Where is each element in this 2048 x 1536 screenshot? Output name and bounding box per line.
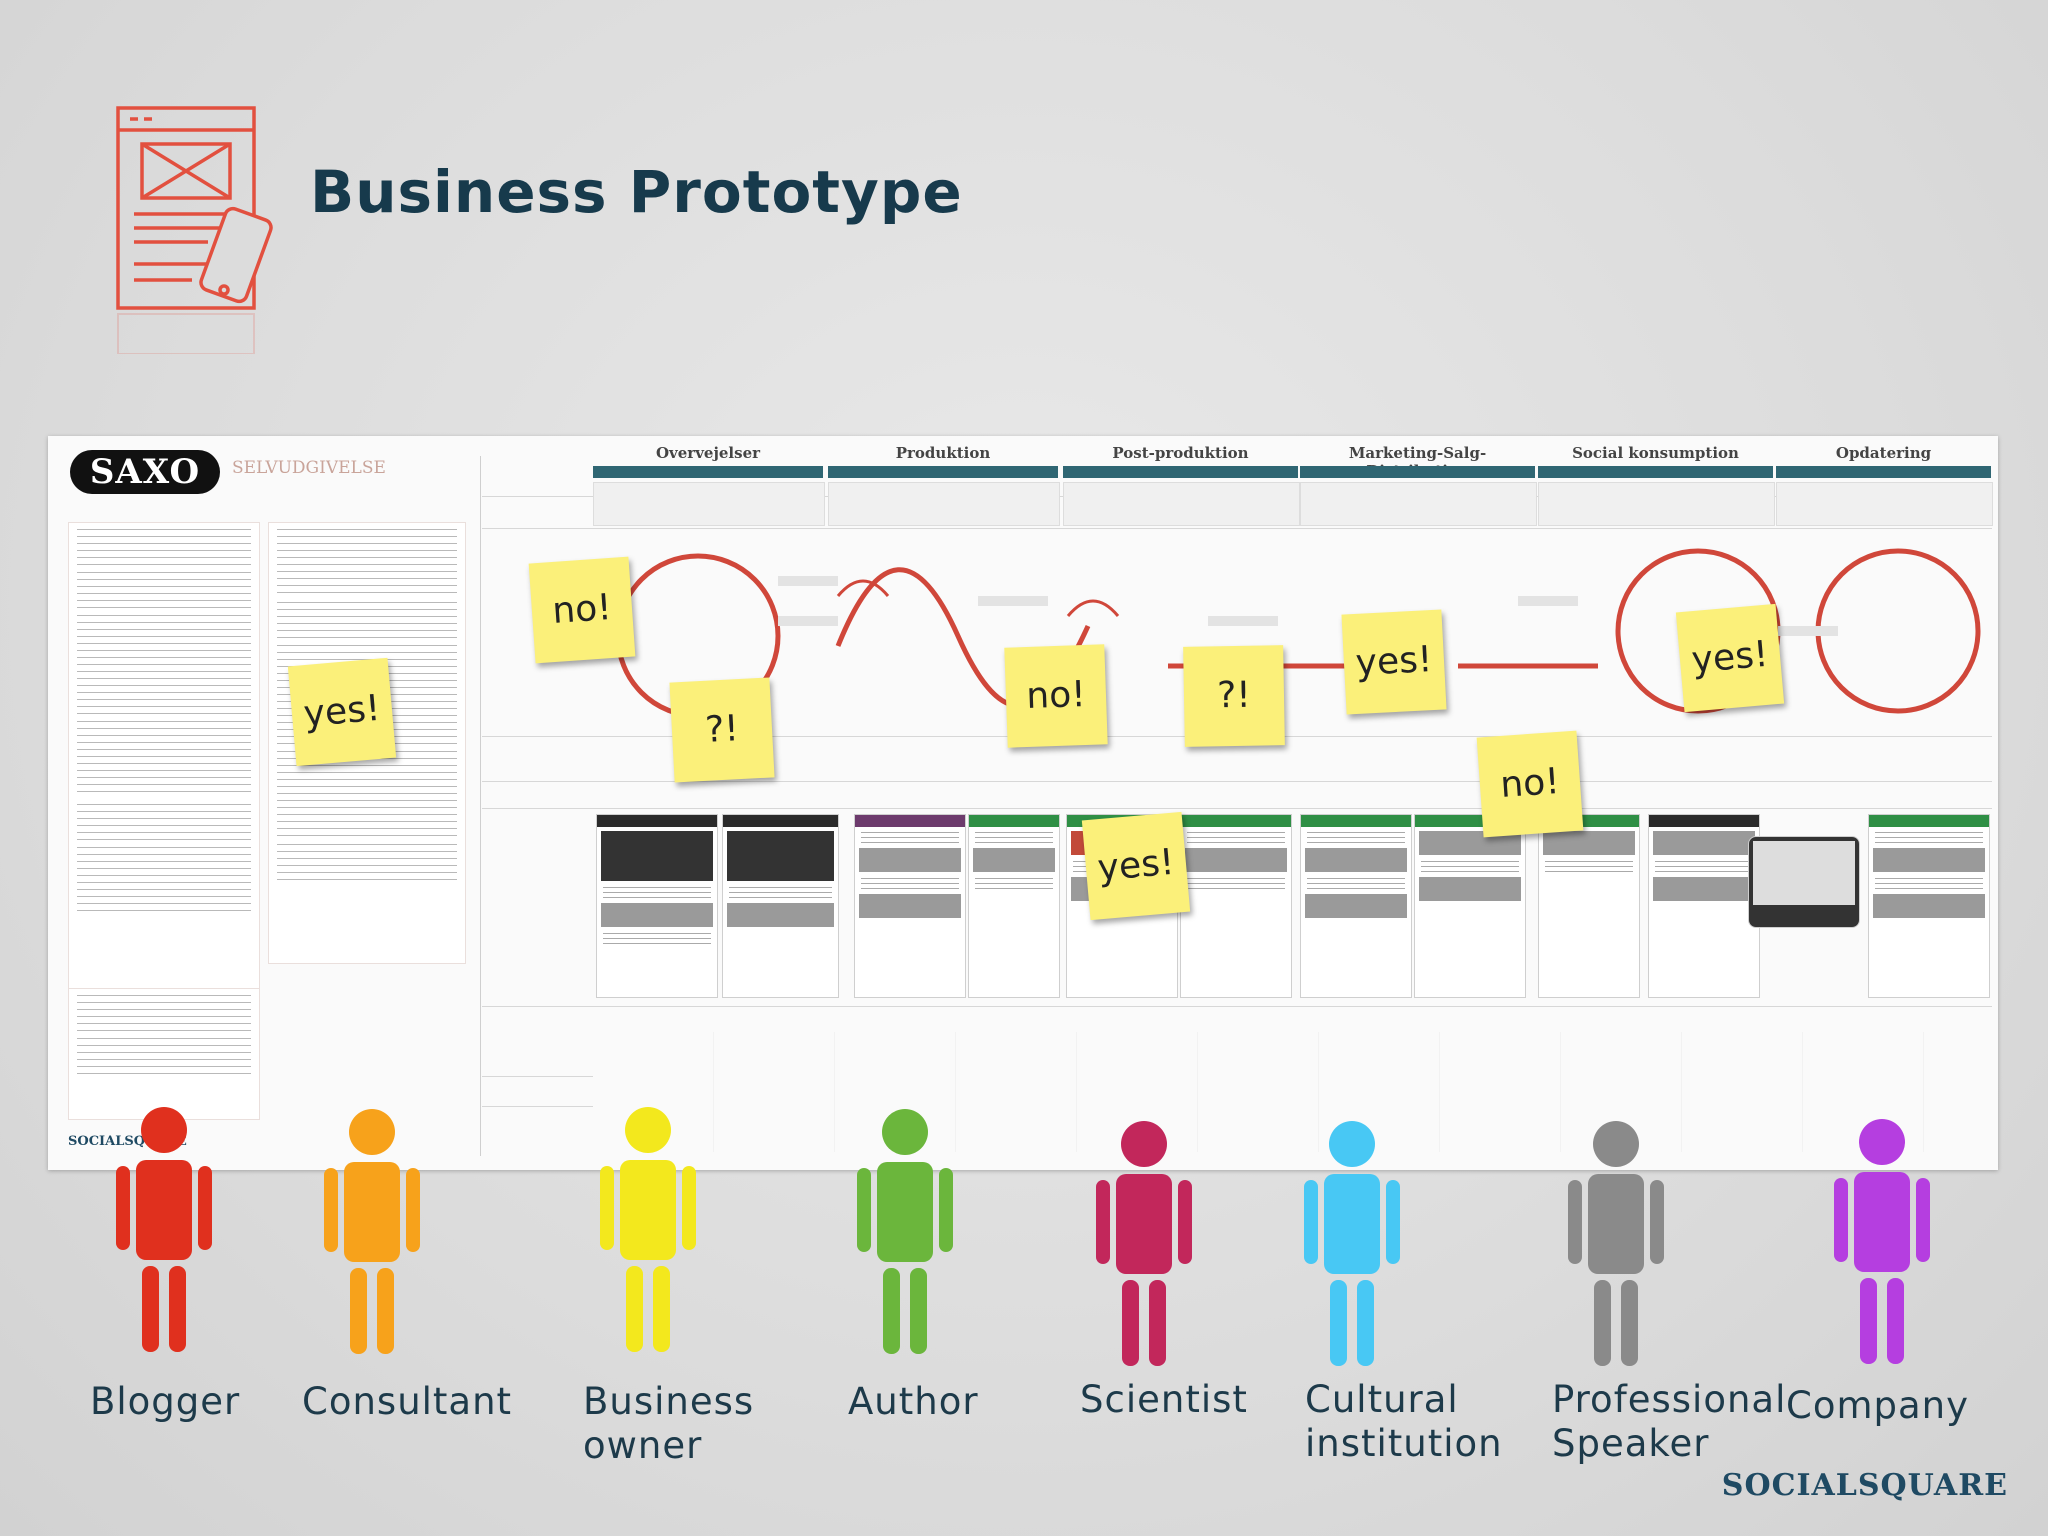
wireframe-screenshot xyxy=(722,814,839,998)
persona-label: Company xyxy=(1786,1384,1970,1427)
sticky-note: no! xyxy=(528,556,636,664)
doc-intro-box xyxy=(68,988,260,1120)
saxo-logo: SAXO xyxy=(70,450,220,494)
persona-label: Blogger xyxy=(90,1380,241,1423)
prototype-board: SAXO SELVUDGIVELSE SOCIALSQUARE Overveje… xyxy=(48,436,1998,1170)
persona-figure-icon xyxy=(857,1109,953,1354)
persona-label: Cultural institution xyxy=(1305,1378,1503,1465)
wireframe-screenshot xyxy=(596,814,718,998)
wireframe-screenshot xyxy=(1414,814,1526,998)
saxo-subtitle: SELVUDGIVELSE xyxy=(232,458,386,478)
persona-label: Business owner xyxy=(583,1380,755,1467)
phase-header: Marketing-Salg-Distribution xyxy=(1300,444,1535,480)
persona-figure-icon xyxy=(1568,1121,1664,1366)
persona-figure-icon xyxy=(324,1109,420,1354)
prototype-icon xyxy=(116,106,273,354)
sticky-note: ?! xyxy=(669,677,775,783)
sticky-note: no! xyxy=(1004,644,1108,748)
wireframe-tablet xyxy=(1748,836,1860,928)
sticky-note: yes! xyxy=(287,657,397,767)
sticky-note: ?! xyxy=(1183,645,1285,747)
persona-figure-icon xyxy=(1096,1121,1192,1366)
persona-label: Consultant xyxy=(302,1380,513,1423)
wireframe-screenshot xyxy=(1648,814,1760,998)
phase-header: Overvejelser xyxy=(593,444,823,467)
footer-brand: SOCIALSQUARE xyxy=(1721,1468,2008,1503)
wireframe-screenshot xyxy=(854,814,966,998)
persona-figure-icon xyxy=(1834,1119,1930,1364)
journey-curves xyxy=(615,548,1981,719)
phase-header: Post-produktion xyxy=(1063,444,1298,467)
wireframe-screenshot xyxy=(1538,814,1640,998)
wireframe-screenshot xyxy=(1868,814,1990,998)
phase-header: Opdatering xyxy=(1776,444,1991,467)
doc-column-left xyxy=(68,522,260,1034)
persona-label: Scientist xyxy=(1080,1378,1248,1421)
phase-header: Produktion xyxy=(828,444,1058,467)
persona-figure-icon xyxy=(1304,1121,1400,1366)
wireframe-screenshot xyxy=(1180,814,1292,998)
sticky-note: yes! xyxy=(1081,811,1191,921)
page-title: Business Prototype xyxy=(310,158,963,226)
persona-figure-icon xyxy=(600,1107,696,1352)
persona-label: Professional Speaker xyxy=(1552,1378,1787,1465)
sticky-note: yes! xyxy=(1675,603,1785,713)
wireframe-screenshot xyxy=(968,814,1060,998)
sticky-note: yes! xyxy=(1341,609,1447,715)
wireframe-screenshot xyxy=(1300,814,1412,998)
persona-figure-icon xyxy=(116,1107,212,1352)
phase-header: Social konsumption xyxy=(1538,444,1773,467)
persona-label: Author xyxy=(848,1380,979,1423)
sticky-note: no! xyxy=(1476,730,1584,838)
